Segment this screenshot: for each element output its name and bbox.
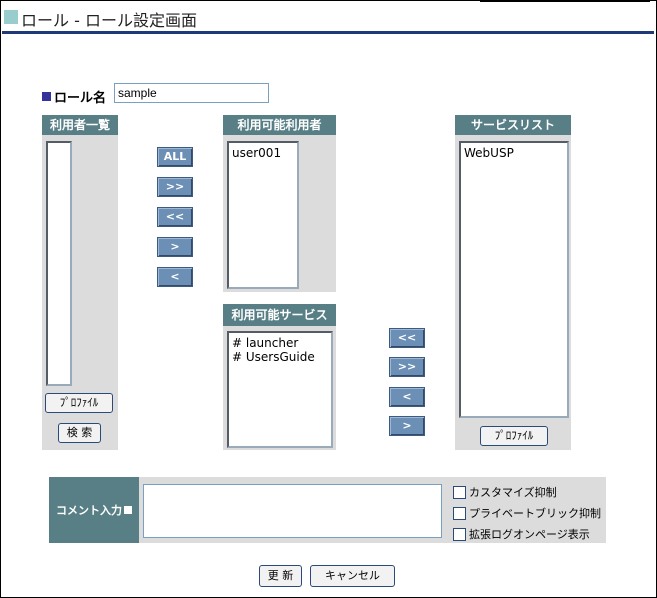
list-item[interactable]: # launcher xyxy=(232,336,299,350)
available-services-header: 利用可能サービス xyxy=(223,304,336,326)
option-extended-logon-page[interactable]: 拡張ログオンページ表示 xyxy=(453,526,601,542)
list-item[interactable]: WebUSP xyxy=(464,146,514,160)
remove-service-button[interactable]: < xyxy=(389,387,425,407)
title-marker-icon xyxy=(4,10,18,24)
comment-label: コメント入力 xyxy=(49,477,139,543)
page-title: ロール - ロール設定画面 xyxy=(21,11,197,30)
available-users-header: 利用可能利用者 xyxy=(223,115,336,135)
comment-textarea[interactable] xyxy=(143,484,442,538)
title-divider xyxy=(2,31,654,34)
update-button[interactable]: 更 新 xyxy=(259,565,302,587)
remove-users-button[interactable]: << xyxy=(157,207,193,227)
checkbox[interactable] xyxy=(453,485,466,499)
option-private-public-suppress[interactable]: プライベートブリック抑制 xyxy=(453,505,601,521)
top-border xyxy=(480,0,650,2)
remove-all-services-button[interactable]: << xyxy=(389,328,425,348)
move-left-button[interactable]: < xyxy=(157,267,193,287)
list-item[interactable]: user001 xyxy=(232,146,282,160)
checkbox[interactable] xyxy=(453,506,466,520)
add-users-button[interactable]: >> xyxy=(157,177,193,197)
option-label: カスタマイズ抑制 xyxy=(469,486,557,499)
service-list-box[interactable]: WebUSP xyxy=(459,141,569,418)
add-service-button[interactable]: > xyxy=(389,416,425,436)
search-button[interactable]: 検 索 xyxy=(58,423,101,443)
options-group: カスタマイズ抑制 プライベートブリック抑制 拡張ログオンページ表示 xyxy=(453,484,601,542)
user-list-header: 利用者一覧 xyxy=(42,115,118,135)
option-customize-suppress[interactable]: カスタマイズ抑制 xyxy=(453,484,601,500)
comment-label-text: コメント入力 xyxy=(56,504,122,517)
option-label: 拡張ログオンページ表示 xyxy=(469,528,590,541)
move-right-button[interactable]: > xyxy=(157,237,193,257)
cancel-button[interactable]: キャンセル xyxy=(310,565,395,587)
available-users-list[interactable]: user001 xyxy=(227,141,299,289)
service-list-header: サービスリスト xyxy=(455,115,571,135)
role-name-input[interactable] xyxy=(114,83,269,103)
available-services-list[interactable]: # launcher # UsersGuide xyxy=(227,331,333,448)
add-all-services-button[interactable]: >> xyxy=(389,357,425,377)
user-list-box[interactable] xyxy=(46,141,72,386)
user-profile-button[interactable]: ﾌﾟﾛﾌｧｲﾙ xyxy=(45,393,113,413)
add-all-users-button[interactable]: ALL xyxy=(157,147,193,167)
role-name-marker-icon xyxy=(42,92,51,101)
help-icon[interactable] xyxy=(124,506,132,514)
role-name-label: ロール名 xyxy=(54,91,107,106)
list-item[interactable]: # UsersGuide xyxy=(232,350,315,364)
service-profile-button[interactable]: ﾌﾟﾛﾌｧｲﾙ xyxy=(480,426,548,446)
option-label: プライベートブリック抑制 xyxy=(469,507,601,520)
checkbox[interactable] xyxy=(453,527,466,541)
